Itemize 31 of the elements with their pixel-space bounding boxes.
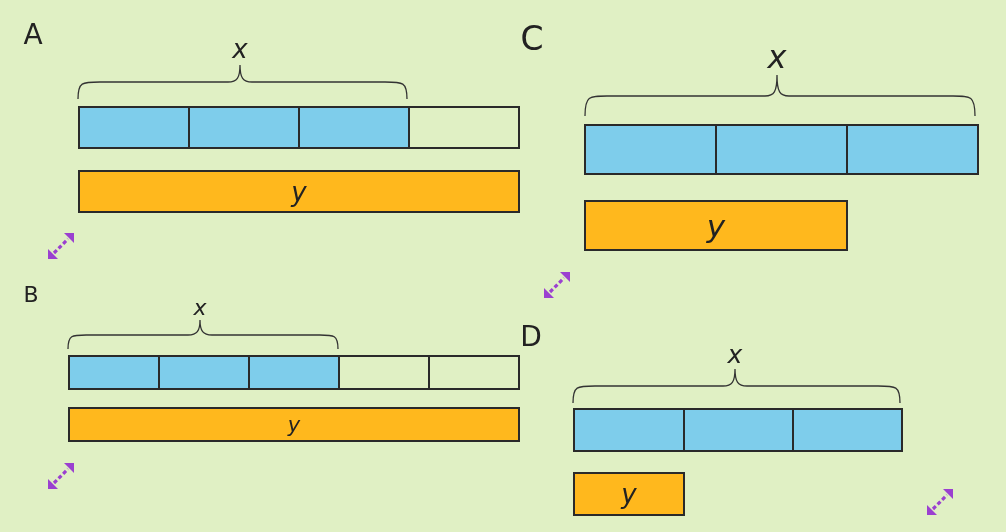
tape-segment — [428, 355, 520, 390]
variable-label: x — [193, 297, 207, 319]
variable-label: x — [767, 41, 787, 73]
tape-segment — [78, 106, 188, 149]
tape-bar — [584, 200, 848, 251]
variable-label: y — [287, 414, 301, 435]
tape-segment — [584, 124, 715, 175]
variable-label: x — [727, 341, 743, 367]
tape-segment — [792, 408, 903, 452]
tape-segment — [248, 355, 338, 390]
tape-segment — [158, 355, 248, 390]
tape-segment — [298, 106, 408, 149]
variable-label: y — [291, 178, 307, 205]
tape-segment — [188, 106, 298, 149]
tape-segment — [338, 355, 428, 390]
tape-bar — [78, 170, 520, 213]
tape-segment — [683, 408, 792, 452]
tape-segment — [846, 124, 979, 175]
tape-segment — [68, 355, 158, 390]
panel-letter: A — [23, 21, 43, 49]
variable-label: y — [706, 210, 726, 241]
tape-segment — [715, 124, 846, 175]
panel-letter: C — [520, 21, 544, 55]
tape-bar — [573, 472, 685, 516]
variable-label: x — [232, 36, 248, 62]
panel-letter: B — [23, 284, 39, 306]
panel-letter: D — [520, 323, 542, 351]
tape-bar — [68, 407, 520, 442]
tape-segment — [573, 408, 683, 452]
variable-label: y — [621, 481, 637, 507]
tape-segment — [408, 106, 520, 149]
